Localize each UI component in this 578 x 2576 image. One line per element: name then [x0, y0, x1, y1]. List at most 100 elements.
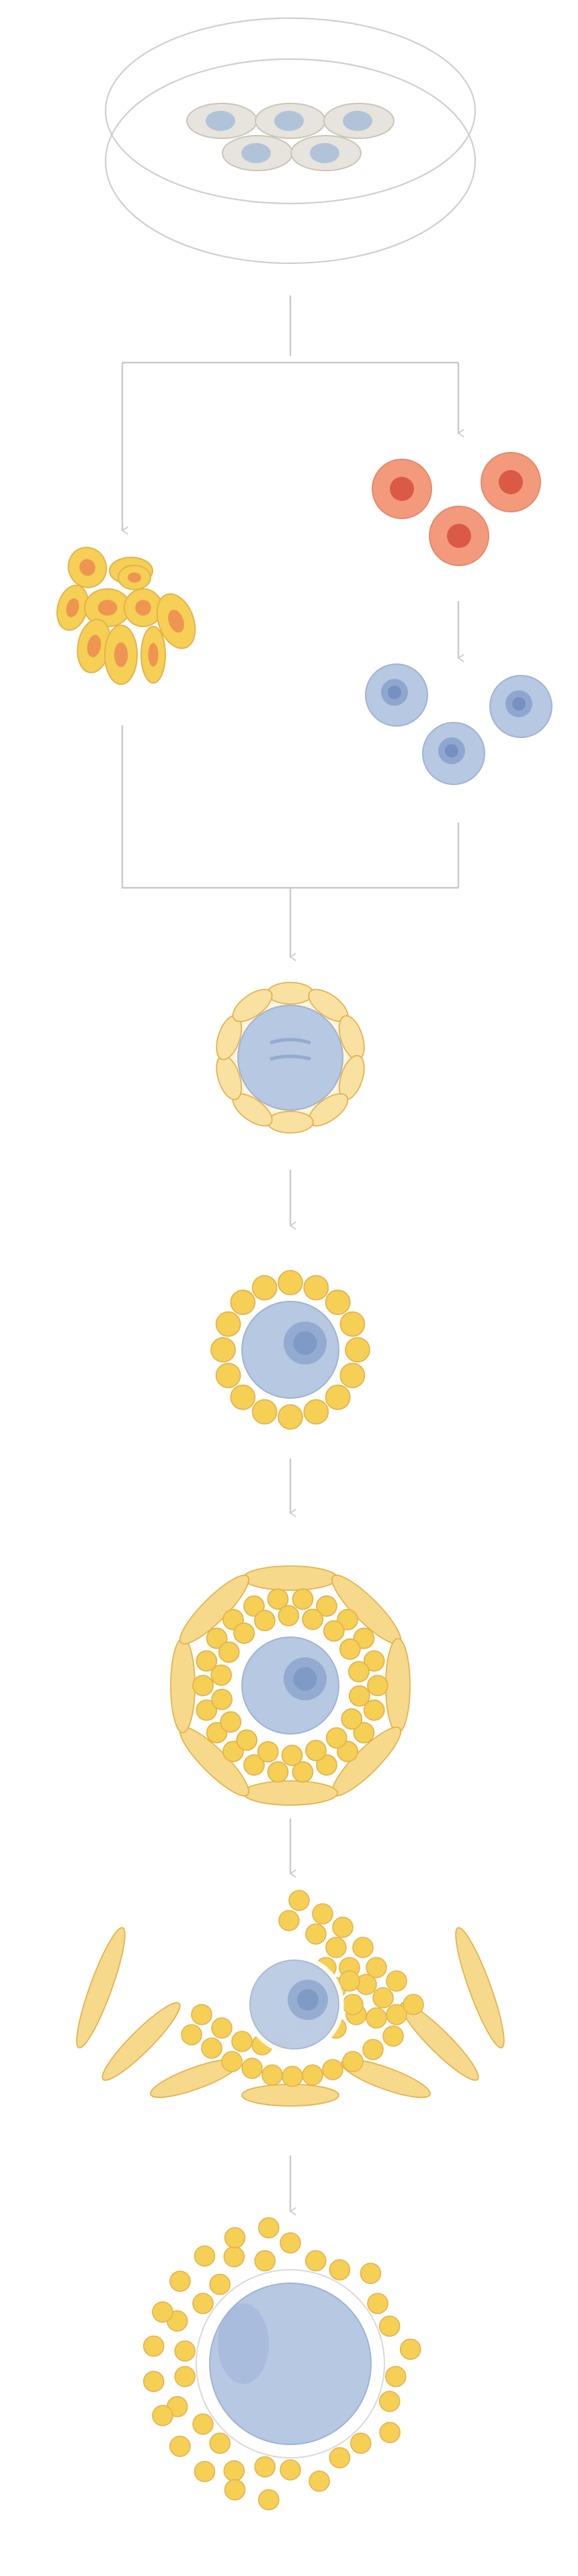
granulosa-cell — [191, 2004, 212, 2025]
cumulus-cell — [367, 2293, 388, 2314]
stem-cell — [222, 135, 293, 171]
theca-cell — [76, 1927, 126, 2049]
stem-cell — [186, 103, 257, 139]
oocyte-nucleolus — [297, 1989, 319, 2011]
granulosa-cell — [181, 2024, 202, 2045]
granulosa-cell — [218, 1641, 240, 1663]
stem-cell-nucleus — [241, 143, 271, 163]
oocyte-like-cell — [489, 675, 552, 738]
cuboidal-granulosa-cell — [215, 1363, 241, 1389]
cumulus-cell — [280, 2232, 301, 2254]
cuboidal-granulosa-cell — [339, 1363, 366, 1389]
granulosa-cell — [352, 1937, 374, 1958]
cumulus-cell — [223, 2460, 245, 2482]
cumulus-cell — [360, 2262, 382, 2285]
granulosa-cell-nucleus — [135, 600, 151, 616]
granulosa-cell — [323, 1620, 345, 1642]
granulosa-cell-nucleus — [79, 559, 95, 576]
granulosa-cell — [403, 1994, 424, 2015]
granulosa-cell — [281, 1745, 303, 1766]
cuboidal-granulosa-cell — [215, 1311, 241, 1337]
granulosa-cell — [254, 1610, 276, 1632]
granulosa-cell-nucleus — [97, 600, 118, 616]
granulosa-cell — [342, 2051, 364, 2072]
granulosa-like-cell — [140, 626, 166, 684]
granulosa-like-cell — [77, 618, 112, 674]
cumulus-cell — [304, 2250, 327, 2272]
granulosa-cell — [206, 1627, 228, 1649]
granulosa-cell-nucleus — [114, 642, 128, 668]
cumulus-cell — [142, 2371, 165, 2393]
mature-oocyte-icon — [142, 2217, 421, 2511]
cuboidal-granulosa-cell — [230, 1384, 256, 1410]
cumulus-cell — [142, 2335, 165, 2357]
cuboidal-granulosa-cell — [230, 1289, 256, 1316]
granulosa-cell — [192, 1675, 214, 1696]
granulosa-like-cell — [124, 588, 163, 627]
primary-follicle-icon — [210, 1270, 370, 1430]
granulosa-cell — [316, 1595, 337, 1617]
theca-cell — [400, 2002, 479, 2081]
stem-cell — [290, 135, 362, 171]
cumulus-cell — [254, 2250, 276, 2272]
granulosa-cell — [305, 1739, 327, 1761]
germ-cell-nucleus — [390, 477, 414, 501]
granulosa-cell — [267, 1588, 289, 1610]
cuboidal-granulosa-cell — [251, 1399, 278, 1425]
granulosa-cell — [261, 2064, 283, 2086]
theca-cell — [241, 2084, 339, 2107]
cumulus-cell — [152, 2405, 173, 2426]
cumulus-cell — [192, 2293, 214, 2314]
oocyte-nucleolus — [445, 744, 458, 757]
granulosa-like-cell — [118, 565, 151, 590]
cuboidal-granulosa-cell — [345, 1337, 370, 1363]
cumulus-cell — [254, 2456, 276, 2478]
cumulus-cell — [378, 2315, 401, 2337]
cumulus-cell — [378, 2391, 401, 2412]
granulosa-cell — [363, 1650, 385, 1672]
granulosa-cell — [353, 1722, 375, 1744]
stem-cell-nucleus — [343, 111, 372, 131]
stem-cell-nucleus — [310, 143, 339, 163]
cumulus-cell — [174, 2366, 196, 2387]
granulosa-cell — [325, 1937, 347, 1958]
cuboidal-granulosa-cell — [303, 1275, 329, 1301]
granulosa-cell — [312, 1903, 333, 1925]
cuboidal-granulosa-cell — [325, 1384, 351, 1410]
cumulus-cell — [379, 2422, 401, 2444]
granulosa-cell — [278, 1910, 300, 1931]
primordial-germ-cell-like-cell — [481, 452, 541, 512]
granulosa-cell — [348, 1661, 370, 1683]
stem-cell-nucleus — [206, 111, 235, 131]
granulosa-like-cell — [56, 584, 89, 631]
cuboidal-granulosa-cell — [339, 1311, 366, 1337]
granulosa-cell — [231, 2031, 253, 2052]
granulosa-cell — [367, 1675, 388, 1696]
granulosa-cell — [316, 1754, 337, 1776]
cumulus-cell — [209, 2432, 231, 2454]
granulosa-like-cell — [67, 547, 108, 588]
primordial-germ-cell-like-cell — [429, 506, 489, 566]
granulosa-cell — [332, 1917, 354, 1938]
granulosa-cell — [382, 2025, 404, 2047]
oocyte-nucleolus — [293, 1667, 317, 1691]
granulosa-cell — [288, 1890, 310, 1911]
granulosa-cell — [386, 2004, 407, 2025]
granulosa-cell-nucleus — [87, 635, 101, 657]
granulosa-cell-cluster-icon — [56, 547, 196, 685]
polar-body — [218, 2303, 269, 2384]
squamous-granulosa-cell — [267, 982, 314, 1005]
granulosa-cell — [196, 1699, 218, 1721]
theca-cell — [455, 1927, 505, 2049]
connector-arrows — [122, 295, 458, 2211]
cuboidal-granulosa-cell — [278, 1404, 303, 1430]
granulosa-cell — [196, 1650, 218, 1672]
granulosa-cell — [241, 2058, 263, 2079]
granulosa-cell-nucleus — [148, 643, 159, 667]
cuboidal-granulosa-cell — [251, 1275, 278, 1301]
primordial-follicle-icon — [216, 982, 365, 1134]
cumulus-cell — [194, 2245, 216, 2267]
oocyte-nucleolus — [388, 686, 401, 699]
granulosa-cell-nucleus — [127, 572, 142, 583]
